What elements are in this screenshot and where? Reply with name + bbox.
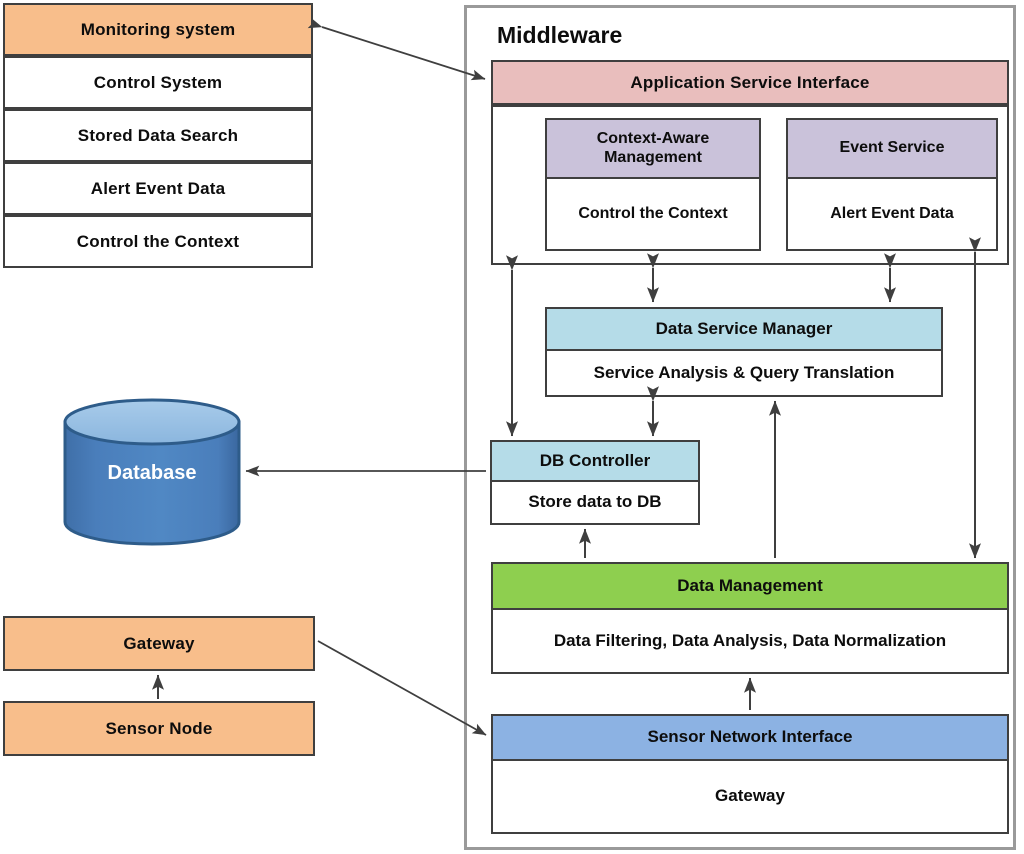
context-aware-management-card: Context-Aware Management Control the Con… — [545, 118, 761, 251]
left-stack-item-stored-data-search: Stored Data Search — [3, 109, 313, 162]
application-service-interface-label: Application Service Interface — [630, 72, 870, 92]
database-shape — [63, 398, 241, 546]
left-stack-label: Stored Data Search — [77, 125, 239, 145]
sensor-network-interface-gateway-body: Gateway — [493, 761, 1007, 832]
db-controller-card: DB Controller Store data to DB — [490, 440, 700, 525]
sensor-network-interface-header: Sensor Network Interface — [493, 716, 1007, 761]
alert-event-data-body: Alert Event Data — [788, 179, 996, 249]
left-stack-label: Monitoring system — [80, 19, 236, 39]
database-cylinder: Database — [62, 398, 242, 546]
left-stack-label: Control the Context — [76, 231, 240, 251]
control-the-context-body: Control the Context — [547, 179, 759, 249]
gateway-box: Gateway — [3, 616, 315, 671]
data-management-card: Data Management Data Filtering, Data Ana… — [491, 562, 1009, 674]
db-controller-header: DB Controller — [492, 442, 698, 482]
sensor-node-box: Sensor Node — [3, 701, 315, 756]
left-stack-item-alert-event-data: Alert Event Data — [3, 162, 313, 215]
store-data-to-db-body: Store data to DB — [492, 482, 698, 523]
left-stack-item-monitoring-system: Monitoring system — [3, 3, 313, 56]
data-management-body: Data Filtering, Data Analysis, Data Norm… — [493, 610, 1007, 672]
arrow-monitoring-to-application-service-interface — [307, 17, 486, 81]
sensor-network-interface-card: Sensor Network Interface Gateway — [491, 714, 1009, 834]
context-aware-management-header: Context-Aware Management — [547, 120, 759, 179]
data-management-header: Data Management — [493, 564, 1007, 610]
database-label: Database — [107, 462, 197, 484]
left-stack-item-control-system: Control System — [3, 56, 313, 109]
data-service-manager-header: Data Service Manager — [547, 309, 941, 351]
left-stack-item-control-the-context: Control the Context — [3, 215, 313, 268]
left-stack-label: Alert Event Data — [90, 178, 226, 198]
application-service-interface-box: Application Service Interface — [491, 60, 1009, 105]
event-service-card: Event Service Alert Event Data — [786, 118, 998, 251]
middleware-title: Middleware — [497, 22, 623, 48]
data-service-manager-card: Data Service Manager Service Analysis & … — [545, 307, 943, 397]
arrow-gateway-to-sensor-network-interface — [317, 640, 487, 736]
service-analysis-query-translation-body: Service Analysis & Query Translation — [547, 351, 941, 395]
left-stack-label: Control System — [93, 72, 223, 92]
gateway-label: Gateway — [123, 633, 195, 653]
sensor-node-label: Sensor Node — [105, 718, 213, 738]
event-service-header: Event Service — [788, 120, 996, 179]
